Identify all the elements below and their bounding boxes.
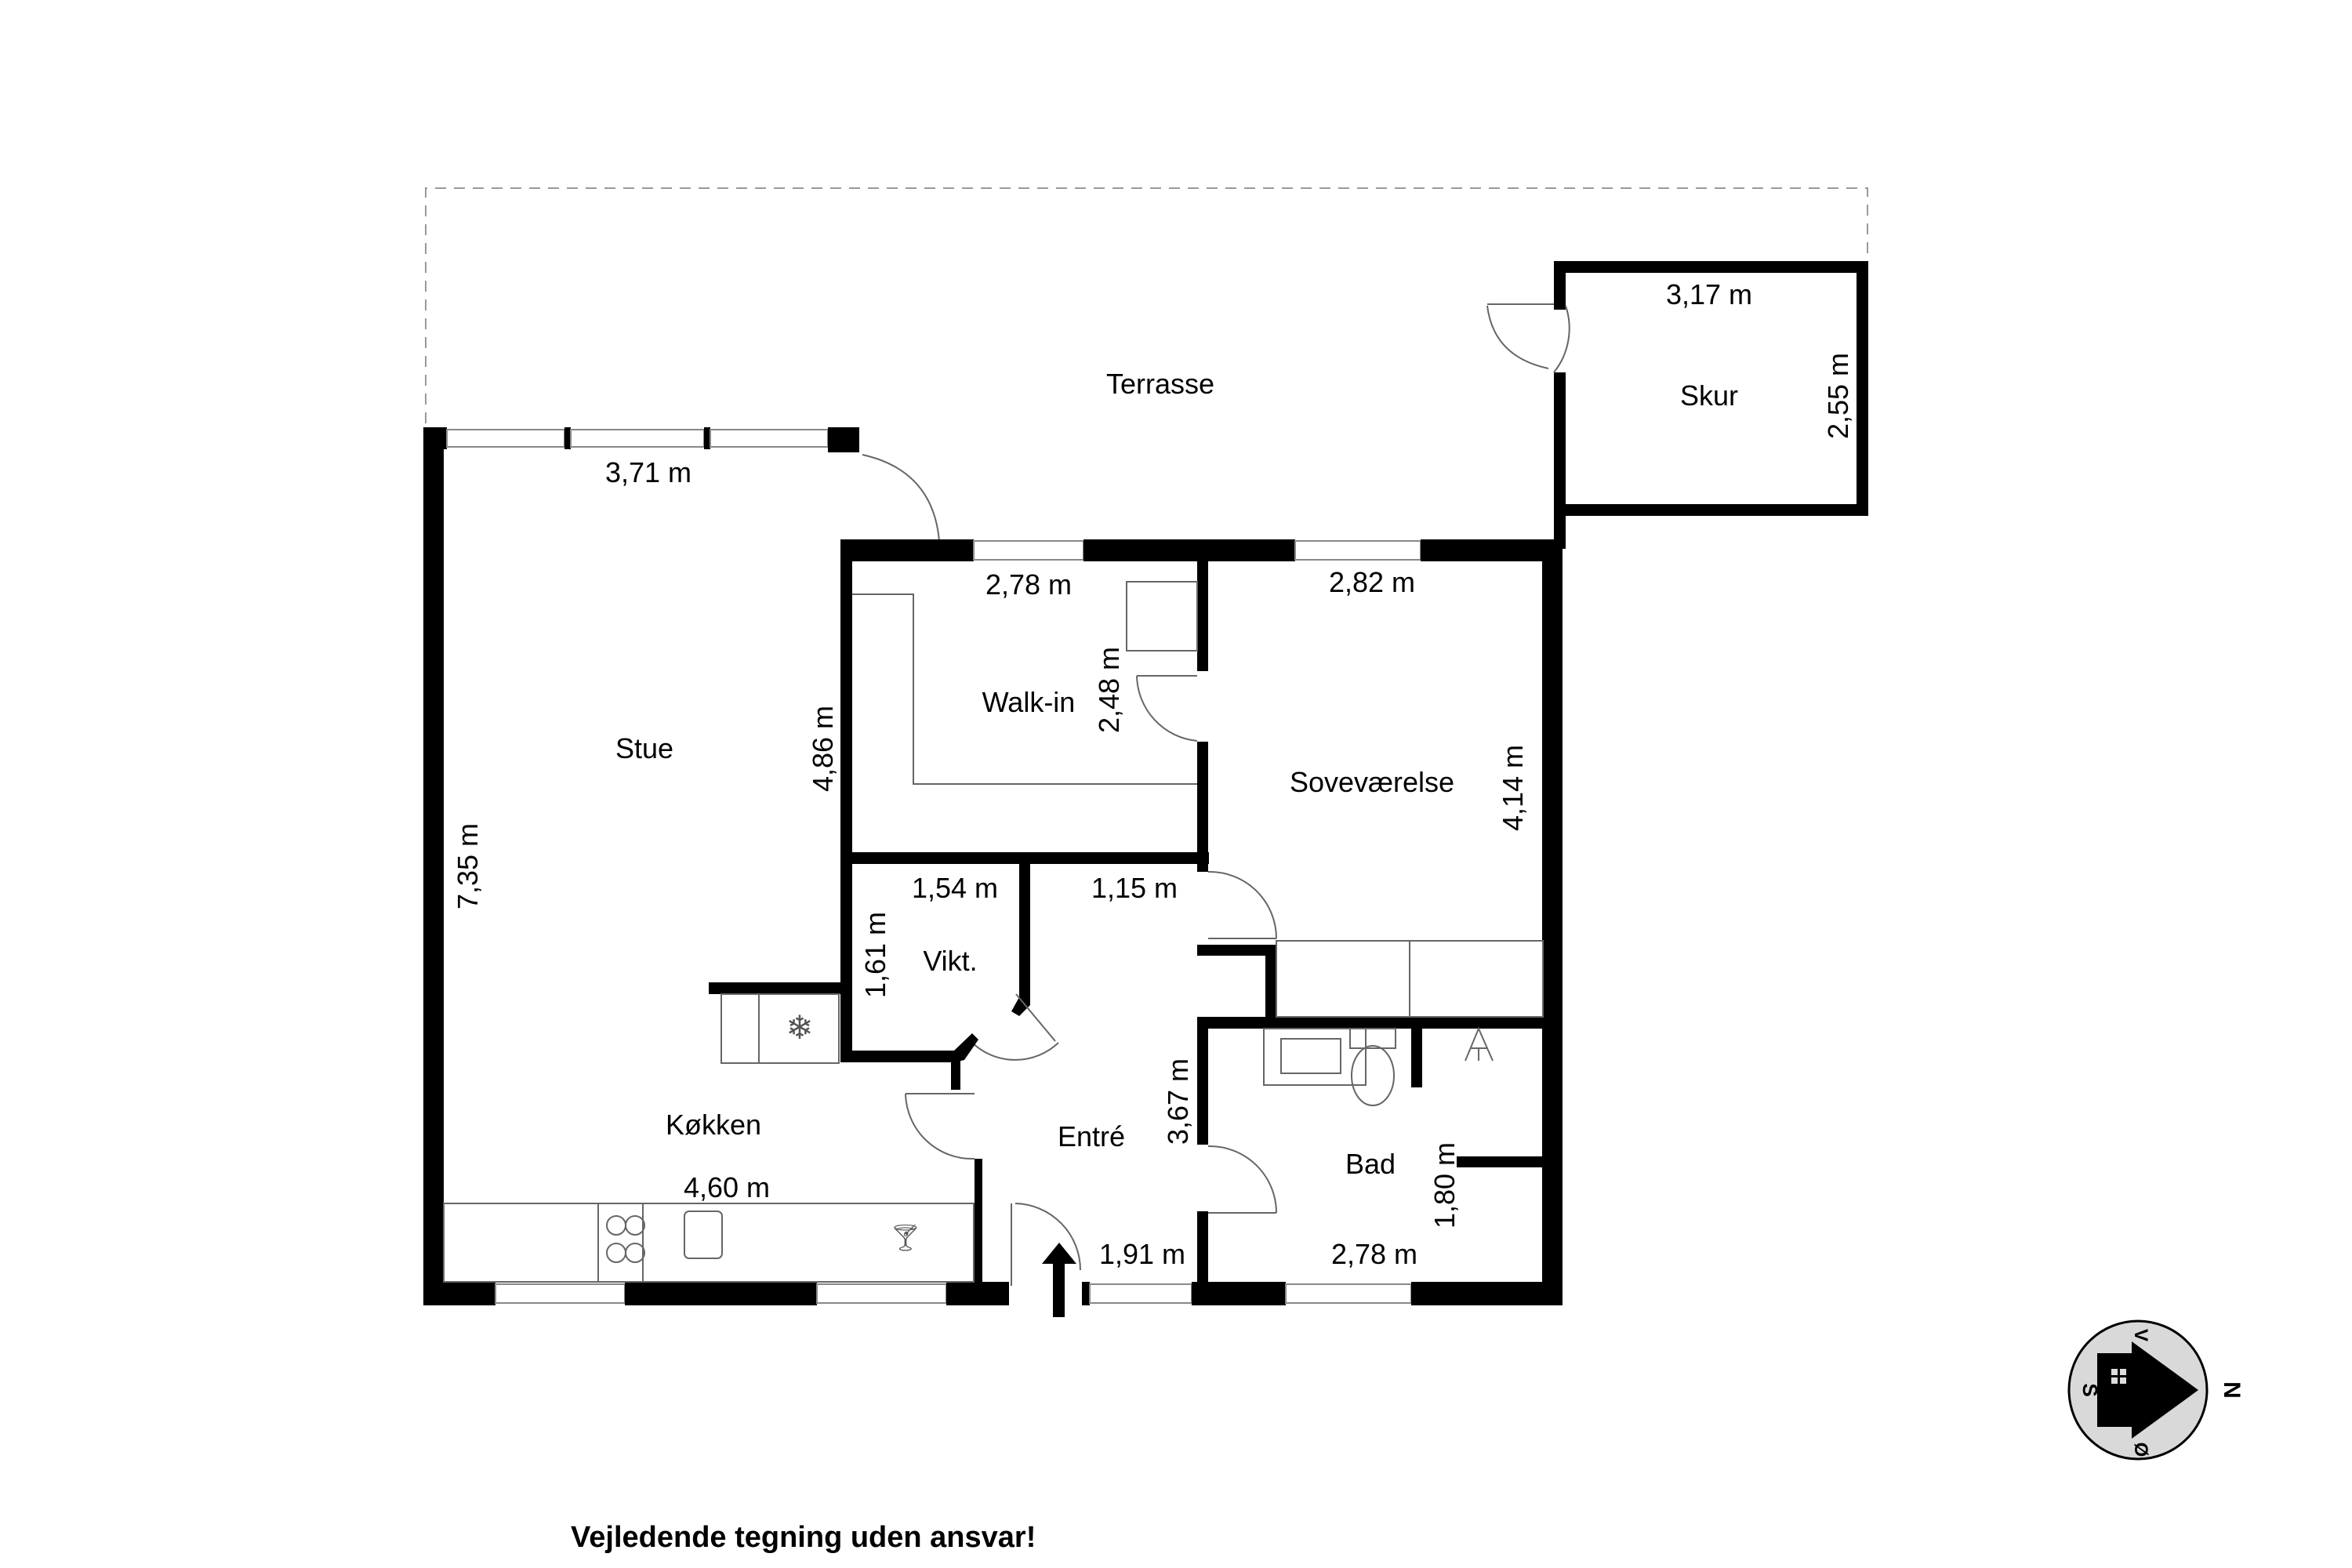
room-label-vikt: Vikt. (923, 945, 977, 977)
dim-stue-width: 3,71 m (605, 456, 691, 488)
dim-vikt-width: 1,54 m (912, 872, 998, 904)
shower-icon (1465, 1026, 1494, 1062)
dim-sove-height: 4,14 m (1497, 745, 1529, 831)
dim-stue-inner-height: 4,86 m (807, 706, 839, 792)
room-label-terrasse: Terrasse (1106, 368, 1214, 400)
window-icon (2111, 1369, 2126, 1384)
compass-north: N (2219, 1381, 2245, 1399)
room-label-walkin: Walk-in (982, 686, 1076, 718)
terrace-outline (425, 187, 1868, 423)
sink-icon (684, 1210, 723, 1259)
dim-bad-height: 1,80 m (1428, 1142, 1461, 1229)
compass-east: Ø (2130, 1443, 2151, 1457)
compass-west: V (2130, 1329, 2151, 1341)
dim-gang-width: 1,15 m (1091, 872, 1178, 904)
dim-skur-height: 2,55 m (1822, 353, 1854, 439)
room-label-skur: Skur (1680, 379, 1738, 412)
dim-vikt-height: 1,61 m (859, 912, 891, 998)
room-label-stue: Stue (615, 732, 673, 764)
dishwasher-icon: 🍸︎ (888, 1223, 922, 1253)
dim-entre-height: 3,67 m (1162, 1058, 1194, 1145)
house-walls (423, 427, 1566, 1305)
dim-stue-height: 7,35 m (452, 823, 484, 909)
dim-sove-width: 2,82 m (1329, 566, 1415, 598)
entrance-arrow-icon (1042, 1243, 1076, 1317)
disclaimer-text: Vejledende tegning uden ansvar! (571, 1521, 1036, 1554)
kitchen-counter (443, 1203, 975, 1283)
dim-koekken-width: 4,60 m (684, 1171, 770, 1203)
compass-south: S (2078, 1383, 2102, 1396)
freezer (720, 993, 840, 1064)
room-label-entre: Entré (1058, 1120, 1125, 1152)
bathroom-sink (1263, 1028, 1367, 1086)
snowflake-icon: ❄ (786, 1009, 813, 1046)
room-labels: Terrasse Skur Stue Walk-in Soveværelse V… (615, 368, 1738, 1180)
shed-door-swing (1553, 305, 1570, 373)
stove-icon (606, 1215, 645, 1263)
fixtures: ❄ 🍸︎ (443, 581, 1544, 1283)
shed-walls (1486, 261, 1868, 537)
room-label-koekken: Køkken (666, 1109, 761, 1141)
room-label-bad: Bad (1345, 1148, 1396, 1180)
dim-skur-width: 3,17 m (1666, 278, 1752, 310)
room-label-sovevaerelse: Soveværelse (1290, 766, 1454, 798)
toilet (1351, 1045, 1395, 1106)
dimension-labels: 3,17 m 2,55 m 3,71 m 7,35 m 4,86 m 2,78 … (452, 278, 1854, 1270)
dim-walkin-width: 2,78 m (985, 568, 1072, 601)
compass: N S Ø V (2067, 1319, 2245, 1461)
dim-walkin-height: 2,48 m (1093, 647, 1125, 733)
dim-bad-width: 2,78 m (1331, 1238, 1417, 1270)
dim-entre-width: 1,91 m (1099, 1238, 1185, 1270)
house-arrow-icon (2097, 1341, 2198, 1439)
